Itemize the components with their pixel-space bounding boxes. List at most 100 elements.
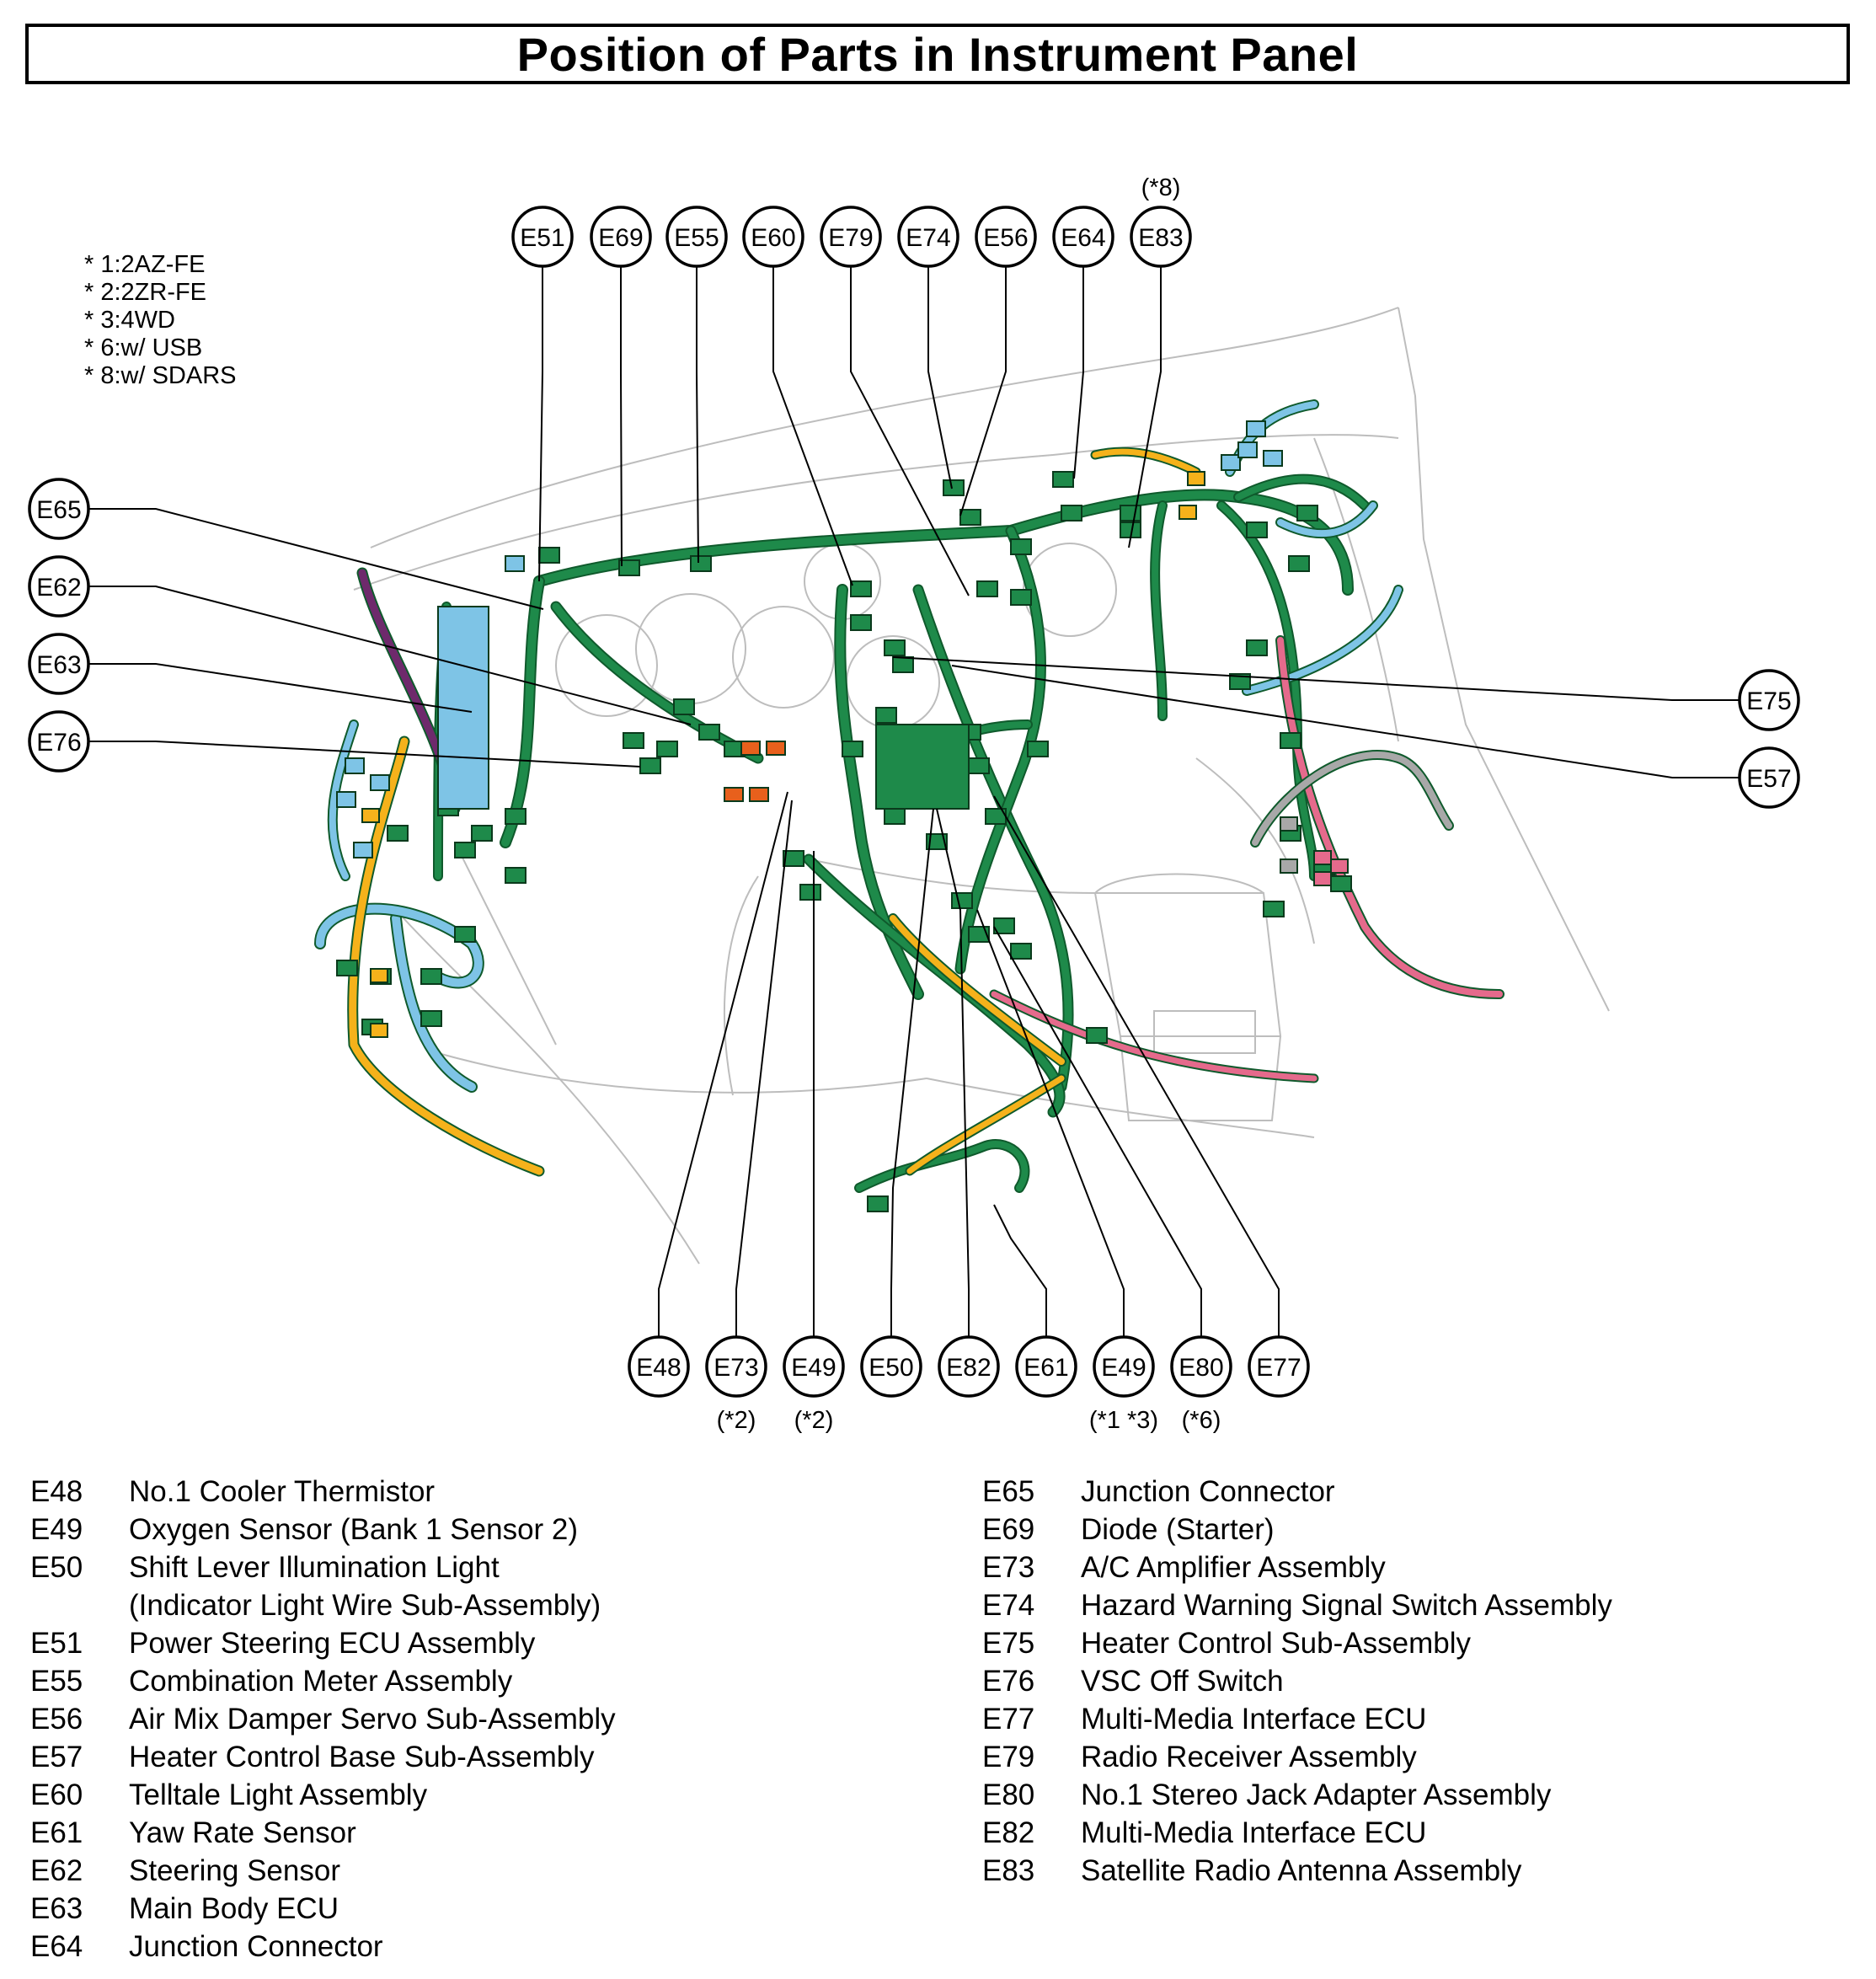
callout-circle: [783, 1335, 845, 1398]
callout-label: E63: [36, 651, 81, 679]
callout-e74: E74: [897, 206, 959, 268]
leader-line: [892, 656, 1769, 701]
callout-note: (*6): [1182, 1407, 1221, 1434]
connector-block: [1027, 741, 1049, 757]
connector-block: [959, 509, 981, 526]
callout-circle: [975, 206, 1037, 268]
connector-block: [740, 741, 761, 756]
connector-block: [1330, 875, 1352, 892]
gauge-outline: [732, 606, 835, 709]
callout-circle: [1052, 206, 1114, 268]
callout-e57: E57: [1738, 746, 1800, 809]
connector-block: [968, 926, 990, 943]
harness-wire: [856, 1141, 1029, 1191]
note-line: * 3:4WD: [84, 307, 175, 334]
callout-circle: [1015, 1335, 1077, 1398]
legend-name: Junction Connector: [129, 1930, 383, 1963]
connectors: [336, 420, 1352, 1212]
outline-edge: [1195, 757, 1315, 944]
connector-block: [336, 960, 358, 976]
connector-block: [943, 479, 965, 496]
callout-label: E74: [906, 224, 950, 252]
legend-code: E57: [30, 1741, 83, 1773]
legend-name: Steering Sensor: [129, 1854, 340, 1887]
callout-e79: E79: [820, 206, 882, 268]
harness-wire: [836, 586, 922, 998]
legend-code: E60: [30, 1778, 83, 1811]
callout-label: E56: [983, 224, 1028, 252]
harness-wire: [914, 586, 1072, 1091]
connector-block: [656, 741, 678, 757]
leader-line: [993, 1204, 1047, 1367]
legend-name: No.1 Stereo Jack Adapter Assembly: [1081, 1778, 1552, 1811]
callout-note: (*8): [1141, 174, 1181, 201]
callout-circle: [1170, 1335, 1232, 1398]
legend-code: E64: [30, 1930, 83, 1963]
callout-label: E50: [869, 1354, 913, 1382]
outline-edge: [1153, 1010, 1256, 1054]
callout-label: E57: [1746, 765, 1791, 793]
callout-e62: E62: [28, 555, 90, 618]
callout-e82: E82: [938, 1335, 1000, 1398]
connector-block: [884, 639, 906, 656]
connector-block: [1179, 505, 1197, 520]
callout-label: E64: [1061, 224, 1105, 252]
connector-block: [1280, 816, 1298, 832]
outline-edge: [1398, 307, 1610, 1012]
title-box: Position of Parts in Instrument Panel: [25, 24, 1850, 84]
connector-block: [698, 724, 720, 741]
callout-label: E51: [520, 224, 564, 252]
callout-e60: E60: [742, 206, 804, 268]
connector-block: [1296, 505, 1318, 521]
harness-wire: [349, 737, 543, 1175]
callout-e76: E76: [28, 710, 90, 773]
connector-block: [345, 757, 365, 774]
legend-name: No.1 Cooler Thermistor: [129, 1475, 436, 1508]
callout-label: E77: [1256, 1354, 1301, 1382]
leader-line: [620, 266, 623, 567]
legend-name: Power Steering ECU Assembly: [129, 1627, 536, 1660]
connector-block: [1086, 1027, 1108, 1044]
legend-code: E50: [30, 1551, 83, 1584]
outline-edge: [454, 842, 557, 1046]
callout-circle: [28, 555, 90, 618]
callout-label: E49: [1101, 1354, 1146, 1382]
legend-name: Air Mix Damper Servo Sub-Assembly: [129, 1703, 616, 1736]
callout-label: E48: [636, 1354, 681, 1382]
callout-e49: E49 (*1 *3): [1089, 1335, 1158, 1434]
callout-label: E49: [791, 1354, 836, 1382]
connector-block: [1288, 555, 1310, 572]
outline-edge: [437, 1052, 927, 1094]
leader-line: [658, 791, 788, 1367]
leader-line: [850, 266, 970, 596]
callout-circle: [705, 1335, 767, 1398]
connector-block: [1120, 505, 1141, 521]
leader-line: [1128, 266, 1162, 548]
connector-block: [1229, 673, 1251, 690]
outline-edge: [370, 307, 1399, 548]
callout-e51: E51: [511, 206, 574, 268]
connector-block: [639, 757, 661, 774]
legend-code: E63: [30, 1892, 83, 1925]
legend-name-continued: (Indicator Light Wire Sub-Assembly): [129, 1589, 601, 1622]
callout-note: (*1 *3): [1089, 1407, 1158, 1434]
legend-code: E73: [982, 1551, 1035, 1584]
leader-line: [976, 909, 1125, 1367]
leader-line: [951, 665, 1769, 778]
legend-name: Main Body ECU: [129, 1892, 339, 1925]
connector-block: [370, 774, 390, 791]
callout-circle: [628, 1335, 690, 1398]
note-line: * 2:2ZR-FE: [84, 279, 207, 306]
leader-line: [936, 808, 970, 1367]
connector-block: [850, 614, 872, 631]
